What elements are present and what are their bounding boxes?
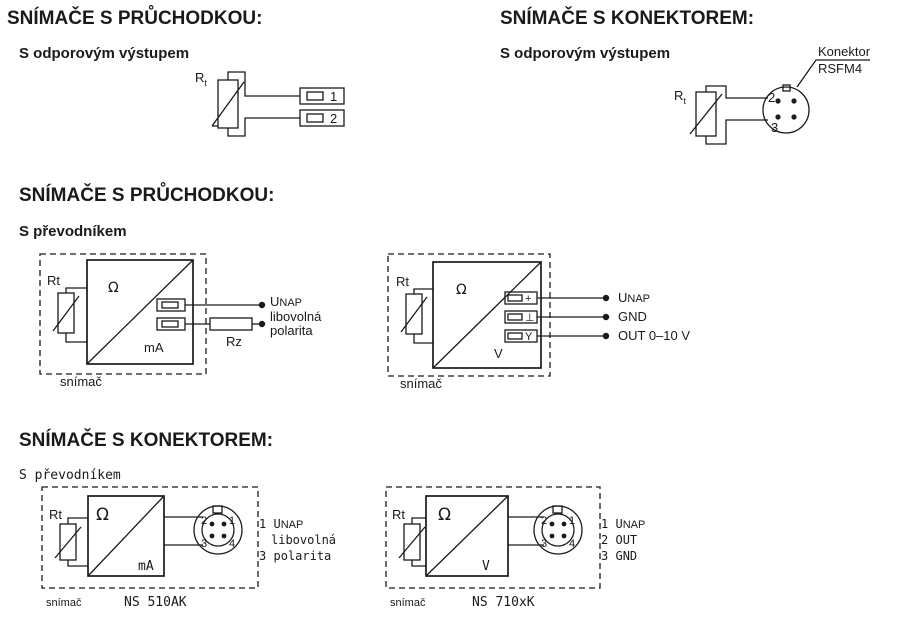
thermistor-arrow bbox=[398, 526, 426, 559]
transmitter-box bbox=[425, 495, 509, 577]
subheading-resistive-left: S odporovým výstupem bbox=[19, 45, 189, 62]
heading-connector-top: SNÍMAČE S KONEKTOREM: bbox=[500, 7, 754, 29]
connector-leader bbox=[796, 59, 870, 88]
transmitter-box bbox=[86, 259, 194, 365]
heading-connector-bottom: SNÍMAČE S KONEKTOREM: bbox=[19, 429, 273, 451]
sensor-label: Rt bbox=[47, 273, 60, 288]
terminal-plus: + bbox=[525, 293, 531, 305]
connector-model: RSFM4 bbox=[818, 61, 862, 76]
pin-2-label: 2 bbox=[768, 90, 775, 105]
pin-line-1: 1 UNAP bbox=[601, 517, 645, 531]
sensor-caption: snímač bbox=[400, 376, 442, 391]
supply-label: UNAP bbox=[618, 290, 650, 305]
omega-symbol: Ω bbox=[108, 280, 119, 296]
pin-line-2: 2 OUT bbox=[601, 533, 637, 547]
thermistor-arrow bbox=[400, 296, 428, 333]
connector-name: Konektor bbox=[818, 44, 871, 59]
model-label: NS 710xK bbox=[472, 595, 535, 610]
pin-line-3: 3 polarita bbox=[259, 549, 331, 563]
sensor-label: Rt bbox=[396, 274, 409, 289]
pin-3-label: 3 bbox=[201, 538, 207, 550]
sensor-enclosure bbox=[39, 253, 207, 375]
thermistor-arrow bbox=[689, 93, 723, 135]
pin-line-1: 1 UNAP bbox=[259, 517, 303, 531]
thermistor-arrow bbox=[52, 295, 80, 332]
transmitter-box bbox=[87, 495, 165, 577]
omega-symbol: Ω bbox=[96, 505, 109, 525]
pin-2-label: 2 bbox=[541, 515, 547, 527]
sensor-enclosure bbox=[385, 486, 601, 589]
omega-symbol: Ω bbox=[438, 505, 451, 525]
connector-key bbox=[782, 84, 791, 92]
polarity-line-2: polarita bbox=[270, 323, 313, 338]
pin-3-label: 3 bbox=[541, 538, 547, 550]
sensor-caption: snímač bbox=[390, 597, 426, 609]
sensor-label: Rt bbox=[49, 507, 62, 522]
diagram-transmitter-ma: Rt Ω mA Rz UNAP libovolná polarita sníma… bbox=[39, 253, 322, 389]
output-unit: mA bbox=[144, 340, 164, 355]
output-unit: mA bbox=[138, 559, 154, 574]
diagram-connector-v: Rt Ω V 2 1 3 4 1 UNAP 2 OUT 3 GND snímač… bbox=[385, 486, 645, 610]
pin-1-label: 1 bbox=[569, 515, 575, 527]
pin-line-2: libovolná bbox=[271, 533, 336, 547]
connector-key bbox=[552, 505, 563, 514]
diagram-resistive-passthrough: Rt 1 2 bbox=[195, 70, 345, 137]
out-label: OUT 0–10 V bbox=[618, 328, 690, 343]
terminal-2-label: 2 bbox=[330, 111, 337, 126]
subheading-transmitter-bottom: S převodníkem bbox=[19, 468, 121, 483]
thermistor-arrow bbox=[54, 526, 82, 559]
heading-passthrough-top: SNÍMAČE S PRŮCHODKOU: bbox=[7, 6, 262, 29]
sensor-enclosure bbox=[41, 486, 259, 589]
sensor-enclosure bbox=[387, 253, 551, 377]
subheading-resistive-right: S odporovým výstupem bbox=[500, 45, 670, 62]
pin-2-label: 2 bbox=[201, 515, 207, 527]
connector-key bbox=[212, 505, 223, 514]
terminal-1-label: 1 bbox=[330, 89, 337, 104]
connector-rsfm4 bbox=[762, 86, 810, 134]
supply-label: UNAP bbox=[270, 294, 302, 309]
diagram-resistive-connector: Rt 2 3 Konektor RSFM4 bbox=[674, 44, 871, 145]
output-unit: V bbox=[494, 346, 503, 361]
transmitter-box bbox=[432, 261, 542, 369]
heading-passthrough-mid: SNÍMAČE S PRŮCHODKOU: bbox=[19, 183, 274, 206]
terminal-out: Y bbox=[525, 331, 533, 343]
model-label: NS 510AK bbox=[124, 595, 187, 610]
sensor-label: Rt bbox=[392, 507, 405, 522]
terminal-1 bbox=[299, 87, 345, 105]
output-unit: V bbox=[482, 559, 490, 574]
pin-4-label: 4 bbox=[569, 538, 575, 550]
load-resistor bbox=[209, 317, 253, 331]
sensor-caption: snímač bbox=[60, 374, 102, 389]
pin-1-label: 1 bbox=[229, 515, 235, 527]
omega-symbol: Ω bbox=[456, 282, 467, 298]
subheading-transmitter-mid: S převodníkem bbox=[19, 223, 127, 240]
sensor-caption: snímač bbox=[46, 597, 82, 609]
terminal-ground: ⊥ bbox=[525, 312, 535, 324]
sensor-label: Rt bbox=[195, 70, 207, 88]
polarity-line-1: libovolná bbox=[270, 309, 322, 324]
pin-line-3: 3 GND bbox=[601, 549, 637, 563]
sensor-label: Rt bbox=[674, 88, 686, 106]
diagram-transmitter-v: Rt Ω V + ⊥ Y UNAP GND OUT 0–10 V snímač bbox=[387, 253, 690, 391]
thermistor-arrow bbox=[211, 81, 245, 127]
load-resistor-label: Rz bbox=[226, 334, 242, 349]
pin-4-label: 4 bbox=[229, 538, 235, 550]
diagram-connector-ma: Rt Ω mA 2 1 3 4 1 UNAP libovolná 3 polar… bbox=[41, 486, 336, 610]
gnd-label: GND bbox=[618, 309, 647, 324]
terminal-2 bbox=[299, 109, 345, 127]
pin-3-label: 3 bbox=[771, 120, 778, 135]
